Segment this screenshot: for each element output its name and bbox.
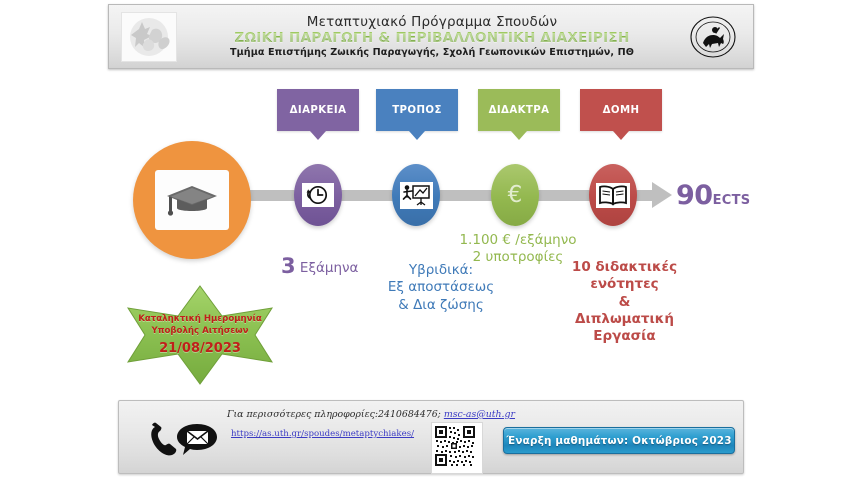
node-duration[interactable] — [294, 164, 342, 226]
phone-icon — [151, 422, 177, 456]
callout-tail — [310, 131, 326, 140]
contact-info-line: Για περισσότερες πληροφορίες:2410684476;… — [227, 409, 515, 420]
ects-total: 90ECTS — [676, 180, 750, 211]
structure-line-2: ενότητες — [590, 276, 659, 293]
contact-info-prefix: Για περισσότερες πληροφορίες:2410684476; — [227, 409, 444, 420]
contact-icons-group — [147, 421, 223, 461]
svg-text:€: € — [508, 182, 523, 208]
mode-line-3: & Δια ζώσης — [398, 296, 484, 313]
duration-unit: Εξάμηνα — [295, 260, 359, 276]
animal-silhouettes-logo — [121, 11, 177, 62]
callout-mode[interactable]: ΤΡΟΠΟΣ — [376, 89, 458, 140]
mode-line-1: Υβριδικά: — [408, 262, 474, 278]
euro-icon: € — [500, 180, 530, 210]
callout-fees-label: ΔΙΔΑΚΤΡΑ — [488, 104, 550, 116]
structure-description: 10 διδακτικές ενότητες & Διπλωματική Εργ… — [562, 259, 687, 345]
duration-number: 3 — [281, 254, 296, 278]
mode-line-2: Εξ αποστάσεως — [387, 279, 495, 296]
university-of-thessaly-seal — [687, 12, 739, 62]
callout-tail — [409, 131, 425, 140]
node-fees[interactable]: € — [491, 164, 539, 226]
fees-line-2: 2 υποτροφίες — [472, 249, 564, 266]
deadline-line-1: Καταληκτική Ημερομηνία — [138, 314, 262, 324]
mail-bubble-icon — [177, 424, 217, 455]
presentation-board-icon — [399, 181, 433, 209]
structure-line-3: & — [618, 293, 631, 310]
header-banner: Μεταπτυχιακό Πρόγραμμα Σπουδών ΖΩΙΚΗ ΠΑΡ… — [108, 4, 754, 69]
structure-line-5: Εργασία — [593, 328, 656, 345]
deadline-line-2: Υποβολής Αιτήσεων — [151, 326, 249, 337]
mode-description: Υβριδικά: Εξ αποστάσεως & Δια ζώσης — [381, 262, 501, 314]
ects-number: 90 — [676, 180, 713, 211]
node-structure[interactable] — [589, 164, 637, 226]
callout-mode-label: ΤΡΟΠΟΣ — [392, 104, 442, 116]
program-url-link[interactable]: https://as.uth.gr/spoudes/metaptychiakes… — [231, 429, 415, 439]
program-type-title: Μεταπτυχιακό Πρόγραμμα Σπουδών — [306, 13, 558, 30]
header-title-block: Μεταπτυχιακό Πρόγραμμα Σπουδών ΖΩΙΚΗ ΠΑΡ… — [177, 13, 687, 59]
duration-description: 3 Εξάμηνα — [281, 253, 358, 280]
footer-contact-bar: Για περισσότερες πληροφορίες:2410684476;… — [118, 400, 744, 474]
fees-line-1: 1.100 € /εξάμηνο — [459, 232, 577, 248]
callout-fees[interactable]: ΔΙΔΑΚΤΡΑ — [478, 89, 560, 140]
fees-description: 1.100 € /εξάμηνο 2 υποτροφίες — [443, 232, 593, 267]
timeline-arrow-head — [652, 182, 672, 208]
callout-tail — [511, 131, 527, 140]
ects-unit: ECTS — [712, 193, 751, 208]
callout-structure-label: ΔΟΜΗ — [602, 104, 640, 116]
deadline-text: Καταληκτική Ημερομηνία Υποβολής Αιτήσεων… — [112, 313, 288, 359]
graduation-cap-icon — [155, 170, 229, 230]
qr-code-icon[interactable] — [431, 422, 483, 474]
node-mode[interactable] — [392, 164, 440, 226]
clock-icon — [302, 183, 334, 207]
callout-duration-label: ΔΙΑΡΚΕΙΑ — [289, 104, 347, 116]
graduation-badge — [133, 141, 251, 259]
contact-email-link[interactable]: msc-as@uth.gr — [443, 409, 516, 420]
structure-line-1: 10 διδακτικές — [571, 259, 678, 275]
six-point-star-shape — [126, 285, 274, 385]
program-name-title: ΖΩΙΚΗ ΠΑΡΑΓΩΓΗ & ΠΕΡΙΒΑΛΛΟΝΤΙΚΗ ΔΙΑΧΕΙΡΙ… — [181, 31, 683, 46]
open-book-icon — [596, 182, 630, 208]
callout-tail — [613, 131, 629, 140]
deadline-star-badge: Καταληκτική Ημερομηνία Υποβολής Αιτήσεων… — [112, 284, 288, 386]
course-start-button[interactable]: Έναρξη μαθημάτων: Οκτώβριος 2023 — [503, 427, 735, 454]
department-subtitle: Τμήμα Επιστήμης Ζωικής Παραγωγής, Σχολή … — [230, 47, 634, 59]
structure-line-4: Διπλωματική — [575, 310, 674, 327]
deadline-date: 21/08/2023 — [159, 340, 241, 356]
callout-structure[interactable]: ΔΟΜΗ — [580, 89, 662, 140]
callout-duration[interactable]: ΔΙΑΡΚΕΙΑ — [277, 89, 359, 140]
